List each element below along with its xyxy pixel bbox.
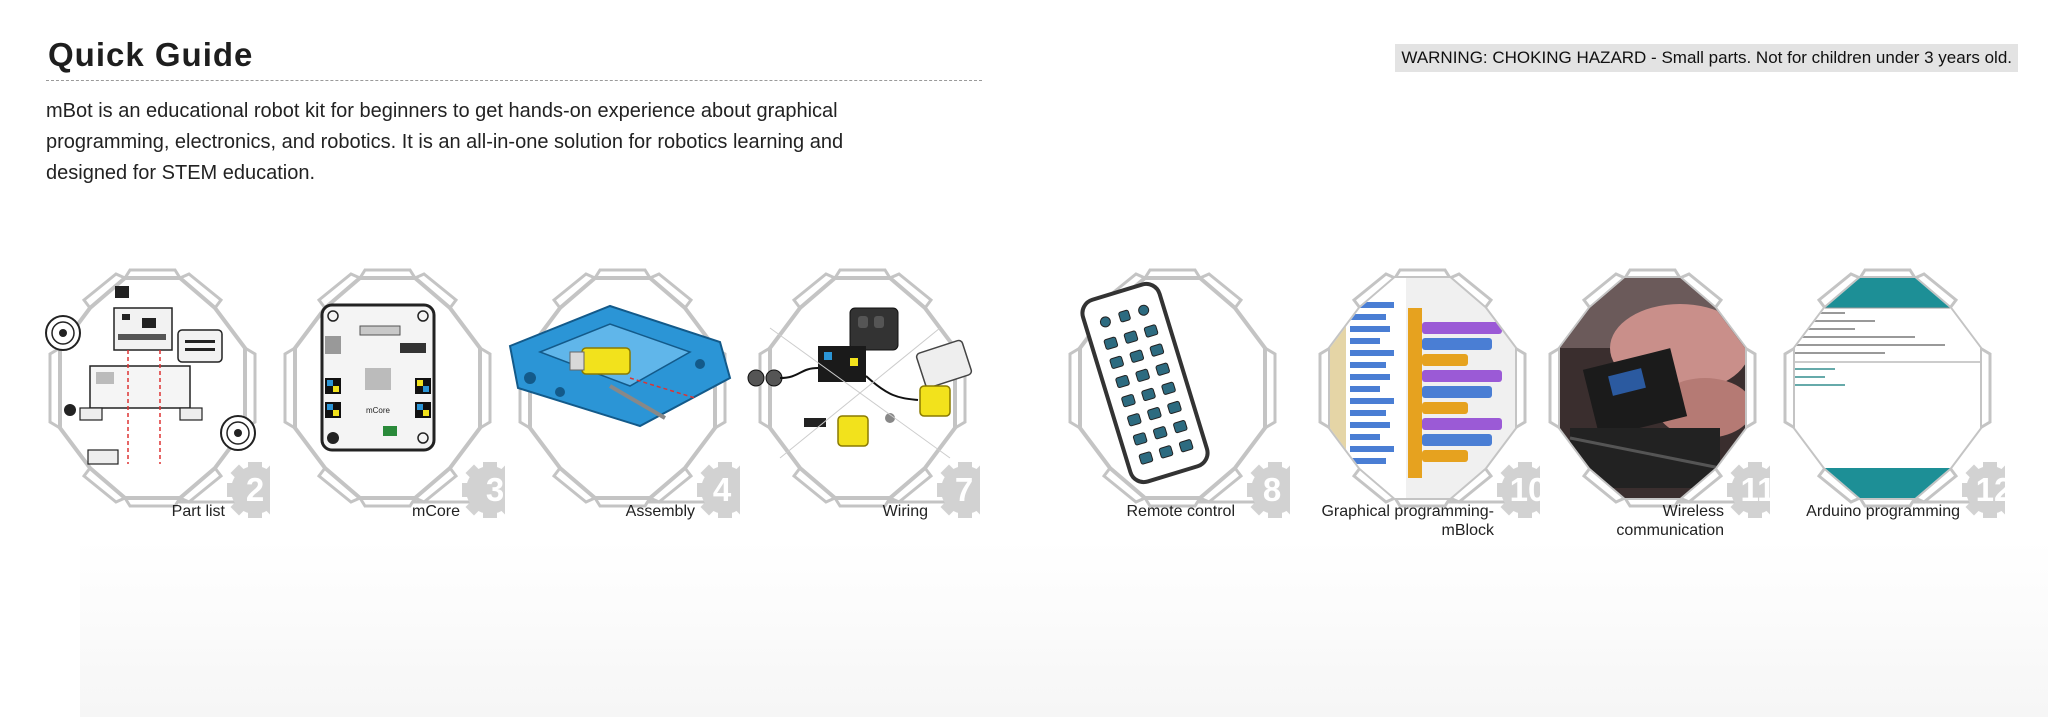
guide-card-remote-control[interactable]: 8 Remote control [1050, 268, 1290, 538]
guide-card-wiring[interactable]: 7 Wiring [740, 268, 980, 538]
mblock-blocks-icon [1330, 278, 1515, 498]
guide-card-wireless-communication[interactable]: 11 Wireless communication [1530, 268, 1775, 539]
guide-card-assembly[interactable]: 4 Assembly [500, 268, 740, 538]
card-label-wireless-communication: Wireless communication [1616, 503, 1724, 539]
choking-hazard-warning: WARNING: CHOKING HAZARD - Small parts. N… [1395, 44, 2018, 72]
page-number: 10 [1509, 471, 1547, 508]
card-label-graphical-programming: Graphical programming-mBlock [1321, 503, 1494, 539]
page-number: 3 [485, 471, 505, 508]
guide-card-arduino-programming[interactable]: 12 Arduino programming [1765, 268, 2012, 538]
page-number: 8 [1262, 471, 1282, 508]
wireless-module-icon [1560, 278, 1745, 498]
wiring-icon [747, 307, 973, 459]
mcore-board-icon: mCore [320, 303, 436, 452]
card-label-remote-control: Remote control [1126, 503, 1236, 520]
page-number: 2 [245, 471, 265, 508]
guide-card-graphical-programming[interactable]: 10 Graphical programming-mBlock [1300, 268, 1546, 539]
card-label-assembly: Assembly [625, 503, 695, 520]
card-label-mcore: mCore [411, 503, 460, 520]
page-number: 12 [1975, 471, 2013, 508]
card-label-part-list: Part list [171, 503, 225, 520]
svg-text:mCore: mCore [366, 406, 391, 415]
arduino-ide-icon [1795, 278, 1980, 498]
guide-card-part-list[interactable]: 2 Part list [30, 268, 270, 538]
intro-paragraph: mBot is an educational robot kit for beg… [46, 100, 844, 184]
guide-card-mcore[interactable]: mCore 3 mCore [265, 268, 505, 538]
page-number: 4 [712, 471, 732, 508]
bottom-background [80, 540, 2048, 717]
remote-control-icon [1080, 281, 1210, 485]
parts-exploded-icon [45, 286, 256, 465]
page-title: Quick Guide [48, 36, 254, 73]
page-number: 7 [954, 471, 974, 508]
chassis-assembly-icon [508, 304, 732, 428]
title-divider [46, 80, 982, 81]
page-number: 11 [1740, 471, 1776, 508]
card-label-arduino-programming: Arduino programming [1806, 503, 1960, 520]
card-label-wiring: Wiring [882, 503, 928, 520]
